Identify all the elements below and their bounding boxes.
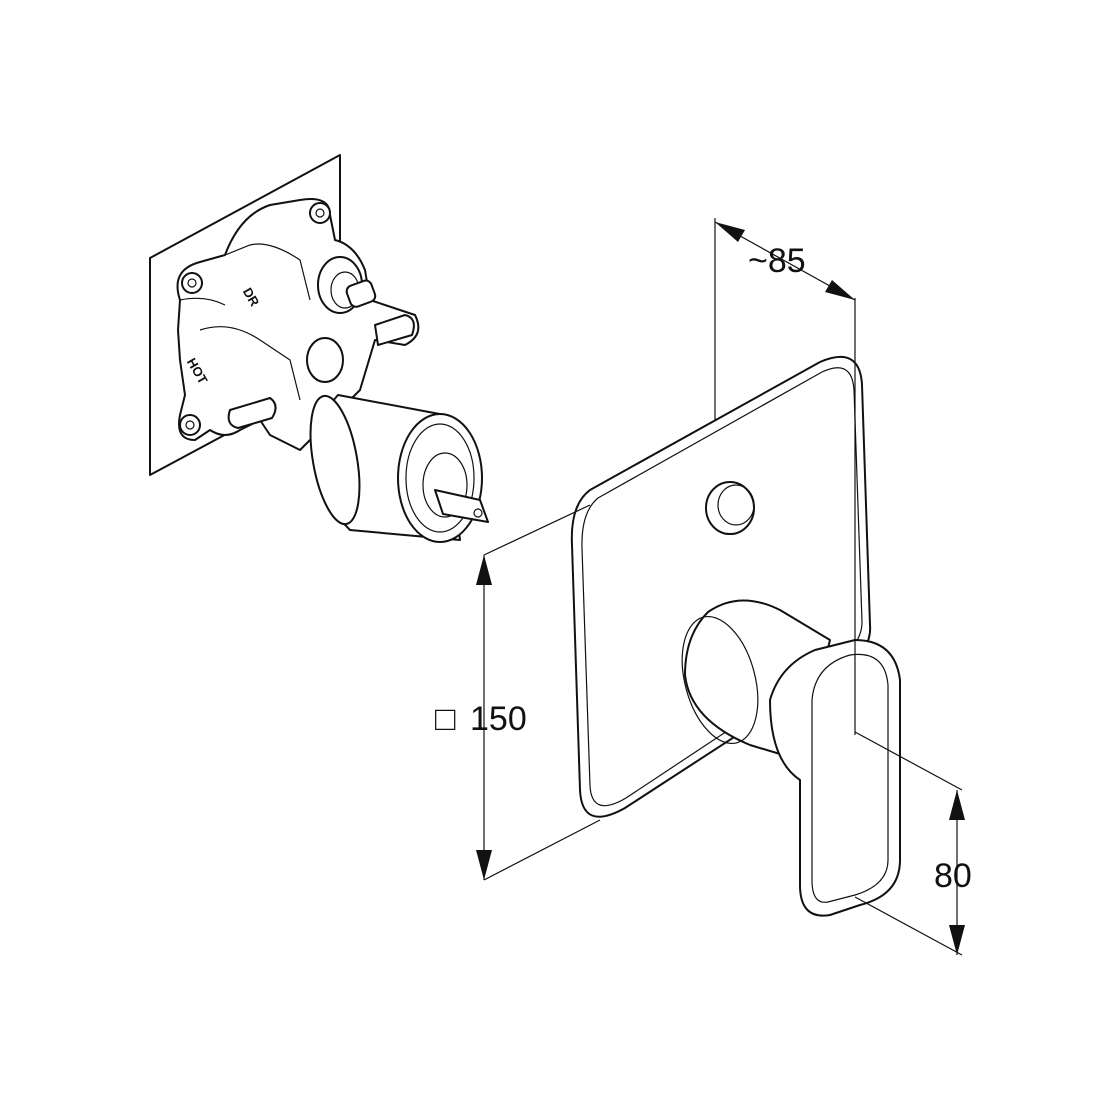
square-symbol: □ [435, 700, 456, 738]
cartridge [309, 394, 489, 543]
mixer-handle [681, 599, 901, 917]
dimension-handle-height: 80 [854, 731, 972, 956]
dimension-handle-height-label: 80 [934, 857, 972, 895]
dimension-depth-label: ~85 [748, 242, 806, 280]
diverter-button [705, 481, 755, 535]
valve-body: DR HOT [176, 198, 420, 451]
dimension-plate-size-label: 150 [470, 700, 527, 738]
dimension-depth: ~85 [714, 218, 856, 735]
dimension-plate-size: □ 150 [435, 504, 601, 881]
